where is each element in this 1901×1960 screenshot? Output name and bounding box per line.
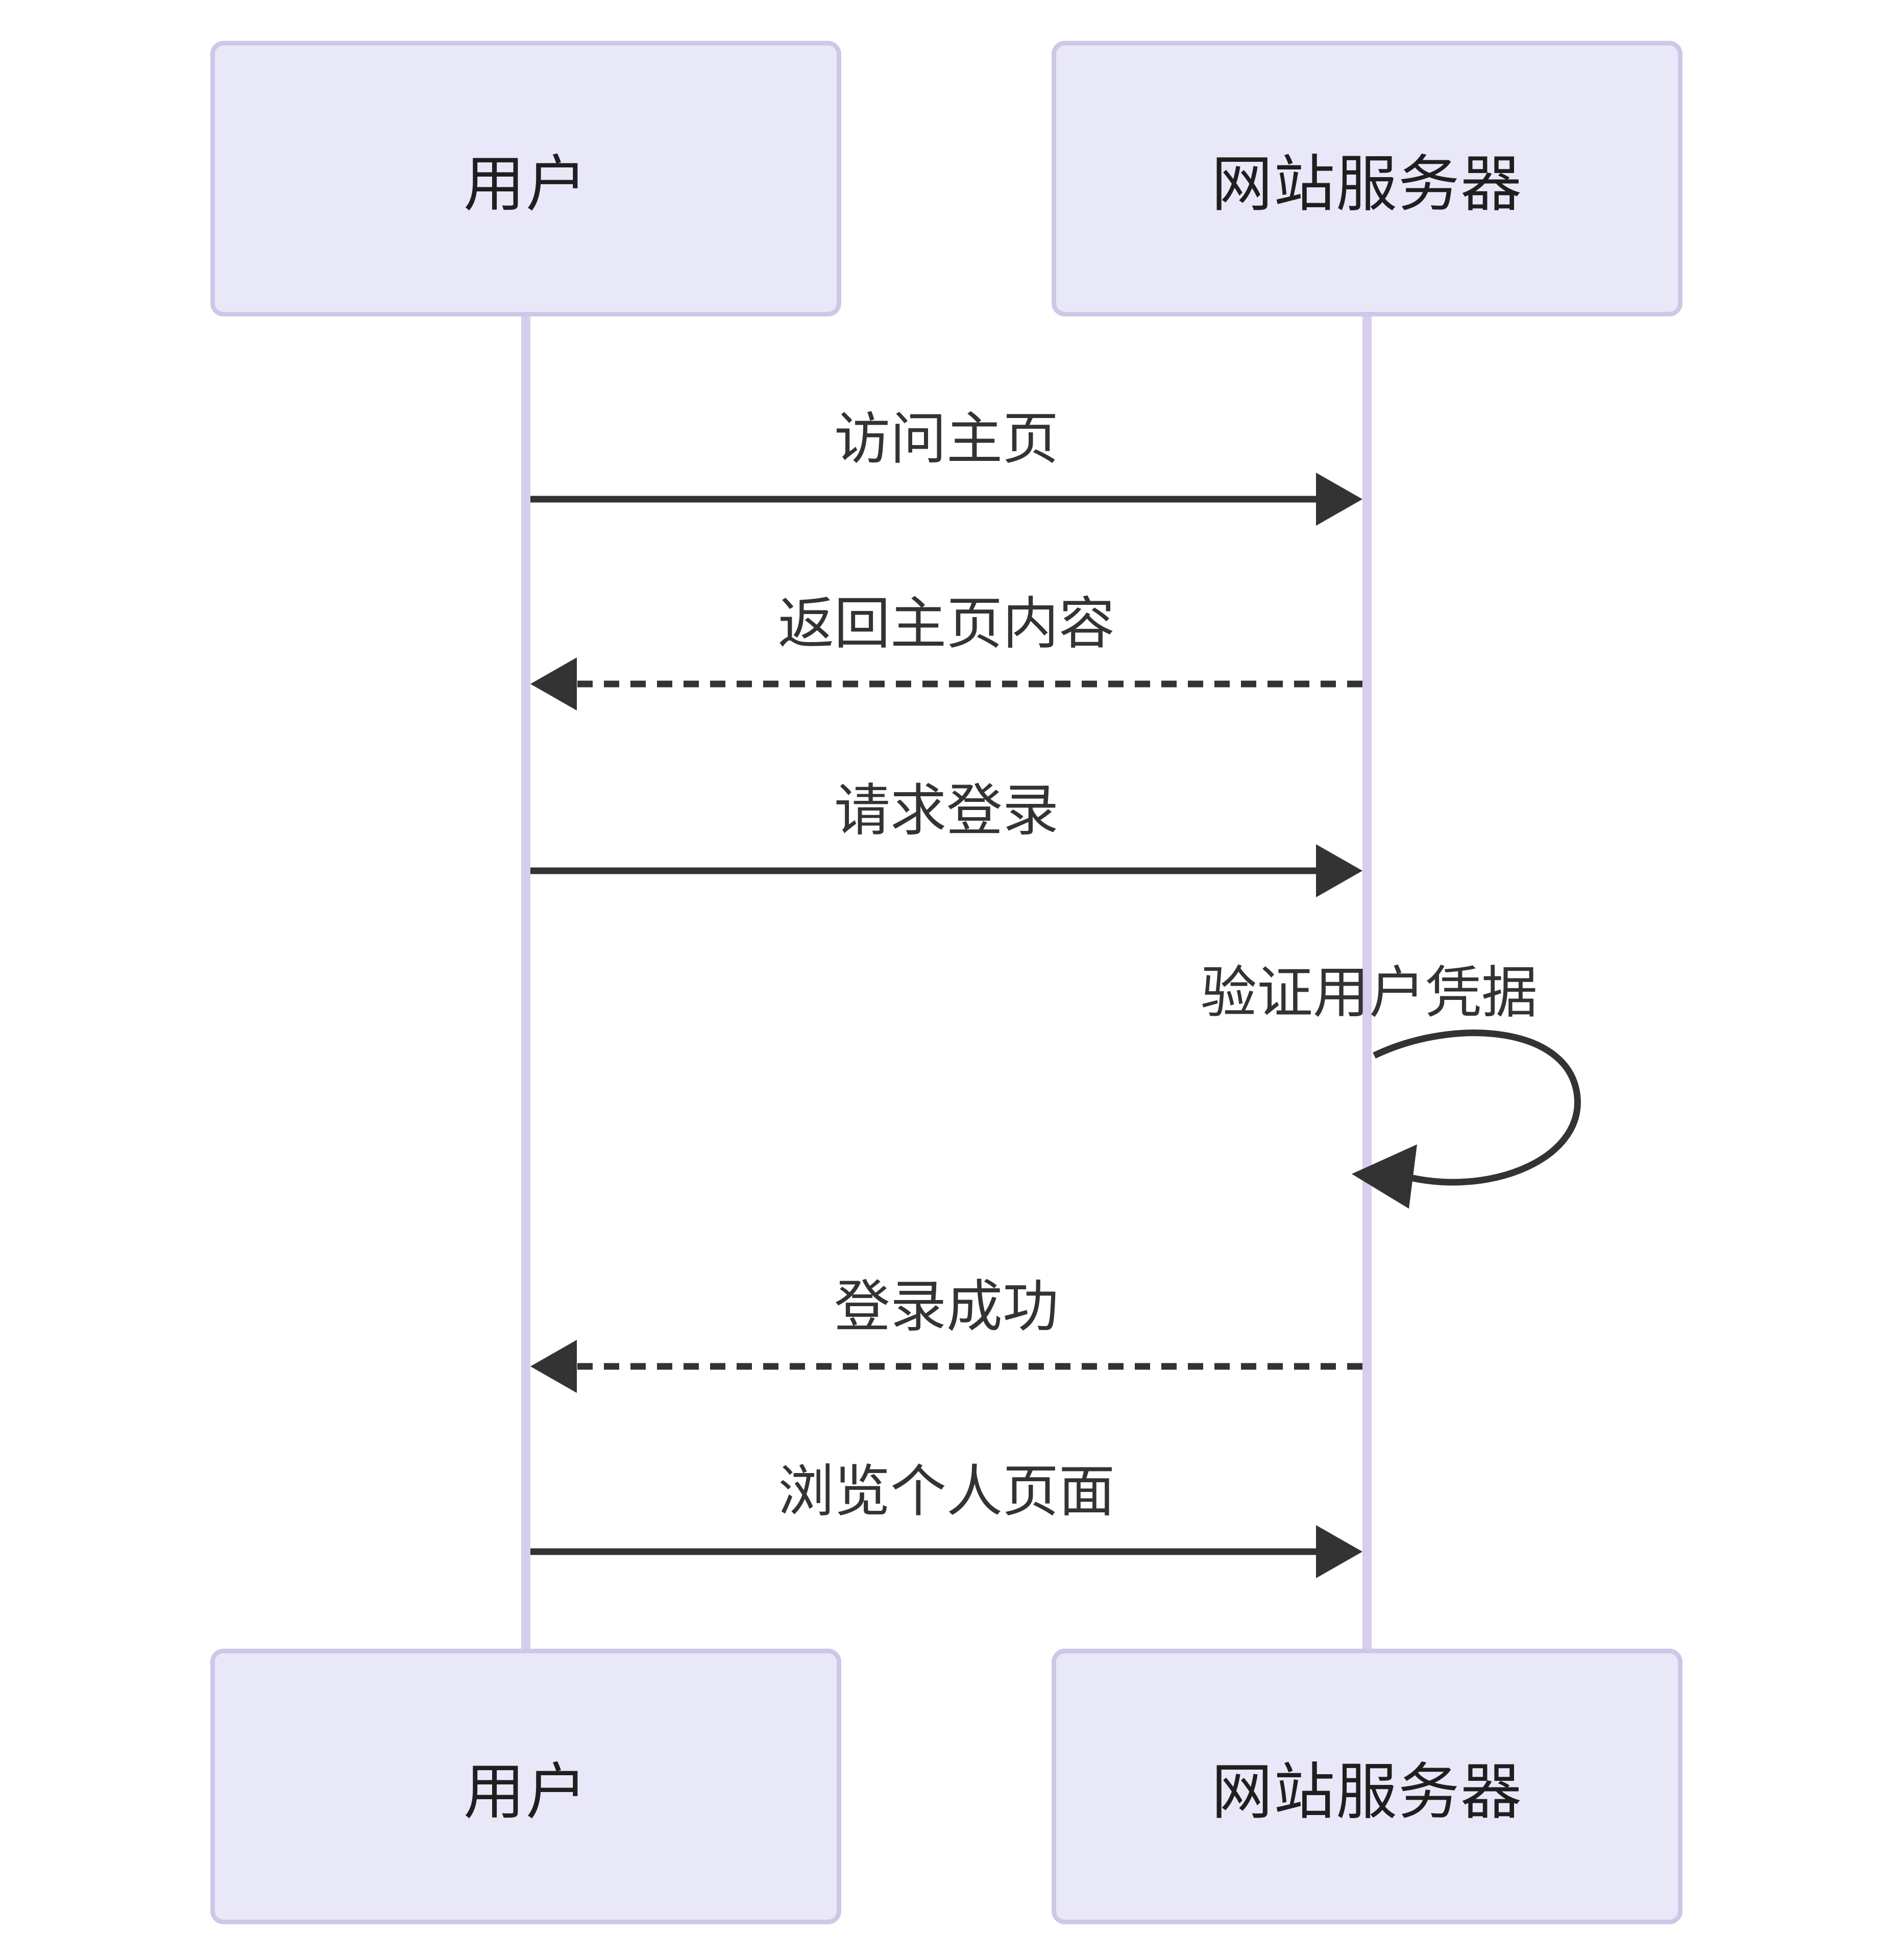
lifeline-server [1362, 316, 1372, 1649]
message-arrow-request-login [530, 844, 1362, 897]
message-label-request-login: 请求登录 [834, 779, 1059, 842]
message-label-verify-credentials: 验证用户凭据 [1201, 962, 1538, 1024]
message-arrow-browse-profile [530, 1525, 1362, 1578]
message-label-return-homepage: 返回主页内容 [778, 593, 1115, 655]
actor-user-top-label: 用户 [464, 150, 588, 218]
lifeline-user [521, 316, 530, 1649]
actor-user-top: 用户 [210, 41, 841, 316]
message-label-browse-profile: 浏览个人页面 [778, 1460, 1115, 1523]
message-arrow-login-success [530, 1340, 1362, 1393]
actor-server-bottom: 网站服务器 [1052, 1649, 1683, 1924]
message-label-login-success: 登录成功 [834, 1276, 1059, 1338]
actor-server-top-label: 网站服务器 [1211, 150, 1523, 218]
actor-server-bottom-label: 网站服务器 [1211, 1758, 1523, 1826]
actor-server-top: 网站服务器 [1052, 41, 1683, 316]
message-label-visit-homepage: 访问主页 [834, 408, 1059, 471]
actor-user-bottom: 用户 [210, 1649, 841, 1924]
message-arrow-visit-homepage [530, 473, 1362, 526]
message-arrow-return-homepage [530, 657, 1362, 710]
actor-user-bottom-label: 用户 [464, 1758, 588, 1826]
message-arrow-verify-credentials [1352, 1030, 1581, 1209]
